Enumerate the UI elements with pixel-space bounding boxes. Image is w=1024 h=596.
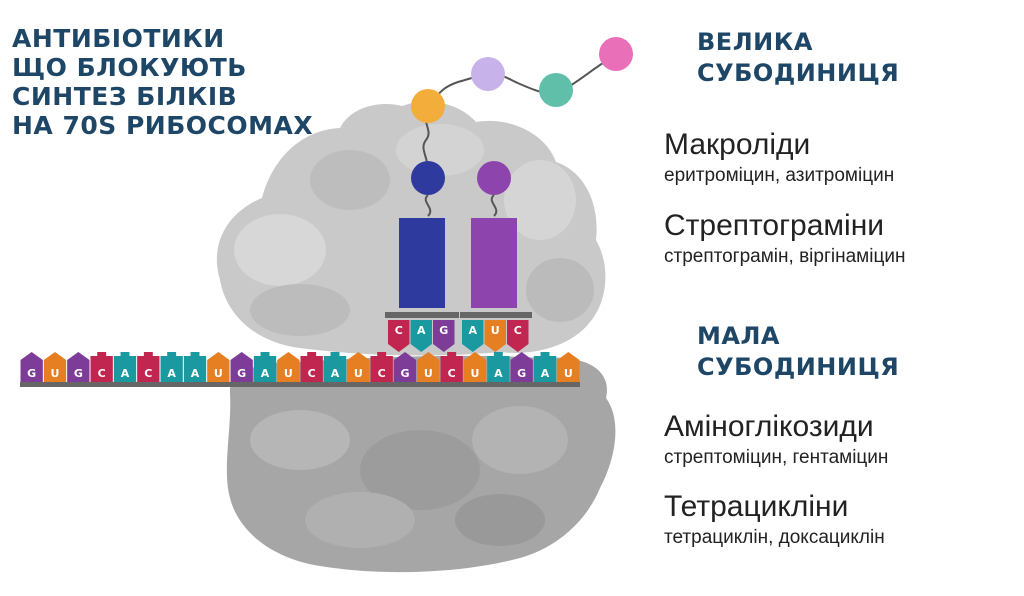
- nucleotide-G: G: [230, 352, 253, 382]
- nucleotide-letter: G: [237, 367, 246, 380]
- nucleotide-C: C: [90, 352, 113, 382]
- amino-acid-navy: [411, 161, 445, 195]
- nucleotide-C: C: [388, 320, 410, 352]
- nucleotide-U: U: [347, 352, 370, 382]
- nucleotide-G: G: [393, 352, 417, 382]
- title-line: НА 70S РИБОСОМАХ: [12, 111, 314, 140]
- nucleotide-letter: U: [564, 367, 573, 380]
- drug-examples: стрептограмін, віргінаміцин: [664, 246, 906, 267]
- drug-name: Тетрацикліни: [664, 490, 849, 523]
- nucleotide-U: U: [277, 352, 300, 382]
- nucleotide-letter: G: [27, 367, 36, 380]
- nucleotide-A: A: [323, 352, 347, 382]
- nucleotide-letter: C: [98, 367, 106, 380]
- title-line: ЩО БЛОКУЮТЬ: [12, 53, 247, 82]
- nucleotide-U: U: [43, 352, 67, 382]
- amino-acid-teal: [539, 73, 573, 107]
- nucleotide-letter: G: [74, 367, 83, 380]
- trna-right: [460, 161, 532, 318]
- drug-examples: стрептоміцин, гентаміцин: [664, 447, 889, 468]
- drug-examples: еритроміцин, азитроміцин: [664, 165, 895, 186]
- nucleotide-letter: C: [144, 367, 152, 380]
- drug-streptogramins: Стрептограміни стрептограмін, віргінаміц…: [664, 209, 905, 269]
- nucleotide-G: G: [510, 352, 533, 382]
- nucleotide-U: U: [557, 352, 580, 382]
- drug-macrolides: Макроліди еритроміцин, азитроміцин: [664, 128, 894, 188]
- nucleotide-C: C: [440, 352, 463, 382]
- nucleotide-letter: C: [514, 324, 522, 337]
- nucleotide-letter: A: [417, 324, 426, 337]
- nucleotide-G: G: [433, 320, 455, 352]
- nucleotide-C: C: [300, 352, 323, 382]
- nucleotide-U: U: [463, 352, 487, 382]
- nucleotide-letter: U: [491, 324, 500, 337]
- nucleotide-C: C: [370, 352, 393, 382]
- nucleotide-letter: A: [121, 367, 130, 380]
- nucleotide-A: A: [113, 352, 137, 382]
- drug-aminoglycosides: Аміноглікозиди стрептоміцин, гентаміцин: [664, 410, 888, 470]
- drug-name: Стрептограміни: [664, 209, 885, 242]
- nucleotide-letter: C: [378, 367, 386, 380]
- nucleotide-C: C: [137, 352, 160, 382]
- small-subunit-shape: [226, 355, 616, 573]
- amino-acid-lavender: [471, 57, 505, 91]
- drug-name: Аміноглікозиди: [664, 410, 874, 443]
- nucleotide-G: G: [67, 352, 90, 382]
- nucleotide-letter: A: [494, 367, 503, 380]
- diagram-title: АНТИБІОТИКИ ЩО БЛОКУЮТЬ СИНТЕЗ БІЛКІВ НА…: [12, 24, 313, 140]
- nucleotide-letter: A: [261, 367, 270, 380]
- nucleotide-letter: U: [284, 367, 293, 380]
- nucleotide-letter: G: [439, 324, 448, 337]
- nucleotide-letter: G: [400, 367, 409, 380]
- nucleotide-letter: U: [51, 367, 60, 380]
- heading-line: МАЛА: [697, 322, 780, 350]
- large-subunit-heading: ВЕЛИКА СУБОДИНИЦЯ: [697, 27, 899, 89]
- nucleotide-A: A: [462, 320, 484, 352]
- nucleotide-A: A: [183, 352, 207, 382]
- nucleotide-letter: A: [191, 367, 200, 380]
- nucleotide-letter: U: [424, 367, 433, 380]
- amino-acid-pink: [599, 37, 633, 71]
- nucleotide-letter: G: [517, 367, 526, 380]
- title-line: АНТИБІОТИКИ: [12, 24, 225, 53]
- nucleotide-letter: A: [331, 367, 340, 380]
- peptide-chain: [411, 37, 633, 177]
- heading-line: СУБОДИНИЦЯ: [697, 353, 900, 381]
- nucleotide-letter: A: [167, 367, 176, 380]
- nucleotide-letter: U: [214, 367, 223, 380]
- nucleotide-letter: C: [308, 367, 316, 380]
- nucleotide-letter: A: [541, 367, 550, 380]
- nucleotide-A: A: [160, 352, 183, 382]
- drug-tetracyclines: Тетрацикліни тетрациклін, доксациклін: [664, 490, 885, 550]
- heading-line: СУБОДИНИЦЯ: [697, 59, 900, 87]
- nucleotide-U: U: [417, 352, 440, 382]
- nucleotide-A: A: [410, 320, 432, 352]
- nucleotide-A: A: [487, 352, 510, 382]
- nucleotide-letter: C: [395, 324, 403, 337]
- amino-acid-purple: [477, 161, 511, 195]
- drug-examples: тетрациклін, доксациклін: [664, 527, 885, 548]
- nucleotide-C: C: [507, 320, 529, 352]
- nucleotide-G: G: [20, 352, 43, 382]
- heading-line: ВЕЛИКА: [697, 28, 813, 56]
- nucleotide-letter: U: [471, 367, 480, 380]
- mrna-backbone: [20, 382, 580, 387]
- title-line: СИНТЕЗ БІЛКІВ: [12, 82, 238, 111]
- drug-name: Макроліди: [664, 128, 811, 161]
- amino-acid-orange: [411, 89, 445, 123]
- nucleotide-letter: A: [468, 324, 477, 337]
- trna-left: [385, 161, 459, 318]
- nucleotide-letter: C: [448, 367, 456, 380]
- nucleotide-U: U: [484, 320, 506, 352]
- nucleotide-A: A: [533, 352, 557, 382]
- nucleotide-letter: U: [354, 367, 363, 380]
- small-subunit-heading: МАЛА СУБОДИНИЦЯ: [697, 321, 899, 383]
- nucleotide-A: A: [253, 352, 277, 382]
- nucleotide-U: U: [207, 352, 230, 382]
